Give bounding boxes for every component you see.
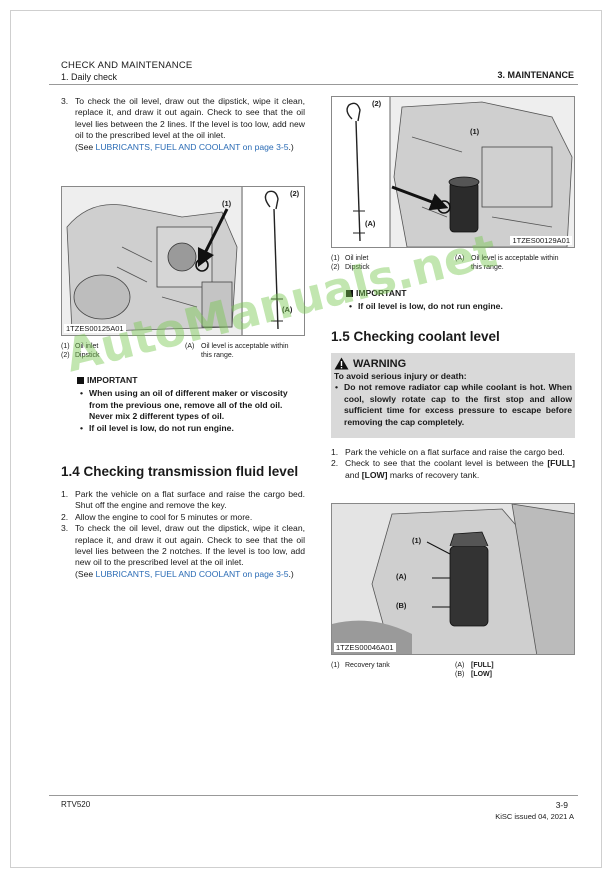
see-open: (See xyxy=(75,141,96,152)
legend-num: (1) xyxy=(331,662,340,669)
important-square-icon xyxy=(346,290,353,298)
warning-box: WARNING To avoid serious injury or death… xyxy=(331,353,575,438)
step-text: Park the vehicle on a flat surface and r… xyxy=(75,489,305,511)
step-number: 1. xyxy=(61,489,69,499)
warning-intro: To avoid serious injury or death: xyxy=(334,371,467,381)
warning-title: WARNING xyxy=(353,357,407,370)
recovery-tank-figure: (1) (A) (B) 1TZES00046A01 xyxy=(331,503,575,655)
warning-triangle-icon xyxy=(334,357,349,370)
legend-label: Dipstick xyxy=(75,352,100,359)
step-number: 1. xyxy=(331,447,339,457)
recovery-tank-illustration xyxy=(332,504,574,654)
step-text: To check the oil level, draw out the dip… xyxy=(75,523,305,568)
full-mark: [FULL] xyxy=(547,458,575,469)
dipstick-figure: (2) (1) (A) 1TZES00129A01 xyxy=(331,96,575,248)
step-text: To check the oil level, draw out the dip… xyxy=(75,96,305,141)
callout-1: (1) xyxy=(470,127,480,136)
figure-3-legend: (1) Recovery tank (A) [FULL] (B) [LOW] xyxy=(331,661,575,679)
legend-label: Recovery tank xyxy=(345,662,390,669)
footer-divider xyxy=(49,795,578,796)
see-close: .) xyxy=(288,141,294,152)
legend-label: Dipstick xyxy=(345,264,370,271)
section-1-5-steps: 1. Park the vehicle on a flat surface and… xyxy=(331,447,575,481)
header-chapter: 3. MAINTENANCE xyxy=(497,70,574,80)
legend-desc: [FULL] xyxy=(471,662,494,669)
important-right: IMPORTANT •If oil level is low, do not r… xyxy=(346,288,575,313)
legend-num: (2) xyxy=(331,264,340,271)
figure-code: 1TZES00129A01 xyxy=(510,236,572,245)
warning-bullet: Do not remove radiator cap while coolant… xyxy=(344,382,572,427)
important-title: IMPORTANT xyxy=(356,288,407,298)
legend-desc: Oil level is acceptable within this rang… xyxy=(201,343,289,359)
legend-key: (A) xyxy=(455,255,465,262)
engine-illustration-2 xyxy=(332,97,574,247)
important-bullet: If oil level is low, do not run engine. xyxy=(89,422,234,433)
callout-a: (A) xyxy=(365,219,376,228)
header-section: CHECK AND MAINTENANCE xyxy=(61,60,193,71)
legend-desc: [LOW] xyxy=(471,671,492,678)
header-divider xyxy=(49,84,578,85)
step-text: marks of recovery tank. xyxy=(387,469,480,480)
legend-num: (1) xyxy=(61,343,70,350)
step-number: 2. xyxy=(61,511,69,522)
legend-desc: Oil level is acceptable within this rang… xyxy=(471,255,559,271)
figure-2-legend: (1) Oil inlet (A) Oil level is acceptable w… xyxy=(331,254,575,272)
important-square-icon xyxy=(77,377,84,385)
step-number: 3. xyxy=(61,523,69,534)
section-1-4-steps: 1. Park the vehicle on a flat surface and… xyxy=(61,489,305,580)
lubricants-link[interactable]: LUBRICANTS, FUEL AND COOLANT on page 3-5 xyxy=(95,141,289,152)
header-subsection: 1. Daily check xyxy=(61,72,118,82)
step-number: 2. xyxy=(331,458,339,469)
callout-a: (A) xyxy=(282,305,293,314)
figure-code: 1TZES00125A01 xyxy=(64,324,126,333)
important-title: IMPORTANT xyxy=(87,375,138,385)
footer-page-number: 3-9 xyxy=(555,800,568,810)
legend-key: (B) xyxy=(455,671,465,678)
engine-illustration xyxy=(62,187,304,335)
important-bullet: If oil level is low, do not run engine. xyxy=(358,301,503,312)
legend-num: (2) xyxy=(61,352,70,359)
legend-label: Oil inlet xyxy=(75,343,99,350)
see-open: (See xyxy=(75,568,96,579)
figure-code: 1TZES00046A01 xyxy=(334,643,396,652)
important-bullet: Never mix 2 different types of oil. xyxy=(89,411,225,422)
legend-key: (A) xyxy=(185,343,195,350)
legend-num: (1) xyxy=(331,255,340,262)
callout-2: (2) xyxy=(290,189,300,198)
section-title-1-5: 1.5 Checking coolant level xyxy=(331,329,500,344)
step-text: Park the vehicle on a flat surface and r… xyxy=(345,447,565,457)
figure-1-legend: (1) Oil inlet (A) Oil level is acceptable w… xyxy=(61,342,305,360)
see-close: .) xyxy=(288,568,294,579)
left-step-3: 3. To check the oil level, draw out the … xyxy=(61,96,305,153)
legend-label: Oil inlet xyxy=(345,255,369,262)
section-title-1-4: 1.4 Checking transmission fluid level xyxy=(61,464,299,479)
step-text: Allow the engine to cool for 5 minutes o… xyxy=(75,511,253,522)
callout-b: (B) xyxy=(396,601,407,610)
footer-issue: KiSC issued 04, 2021 A xyxy=(495,812,574,821)
callout-a: (A) xyxy=(396,572,407,581)
callout-1: (1) xyxy=(412,536,422,545)
important-left: IMPORTANT •When using an oil of differen… xyxy=(77,375,305,434)
important-bullet: When using an oil of different maker or … xyxy=(89,388,288,410)
footer-model: RTV520 xyxy=(61,800,91,809)
oil-inlet-figure: (1) (2) (A) 1TZES00125A01 xyxy=(61,186,305,336)
step-text: and xyxy=(345,469,362,480)
legend-key: (A) xyxy=(455,662,465,669)
step-number: 3. xyxy=(61,96,69,106)
step-text: Check to see that the coolant level is b… xyxy=(345,458,548,469)
callout-1: (1) xyxy=(222,199,232,208)
callout-2: (2) xyxy=(372,99,382,108)
low-mark: [LOW] xyxy=(361,469,388,480)
lubricants-link[interactable]: LUBRICANTS, FUEL AND COOLANT on page 3-5 xyxy=(95,568,289,579)
